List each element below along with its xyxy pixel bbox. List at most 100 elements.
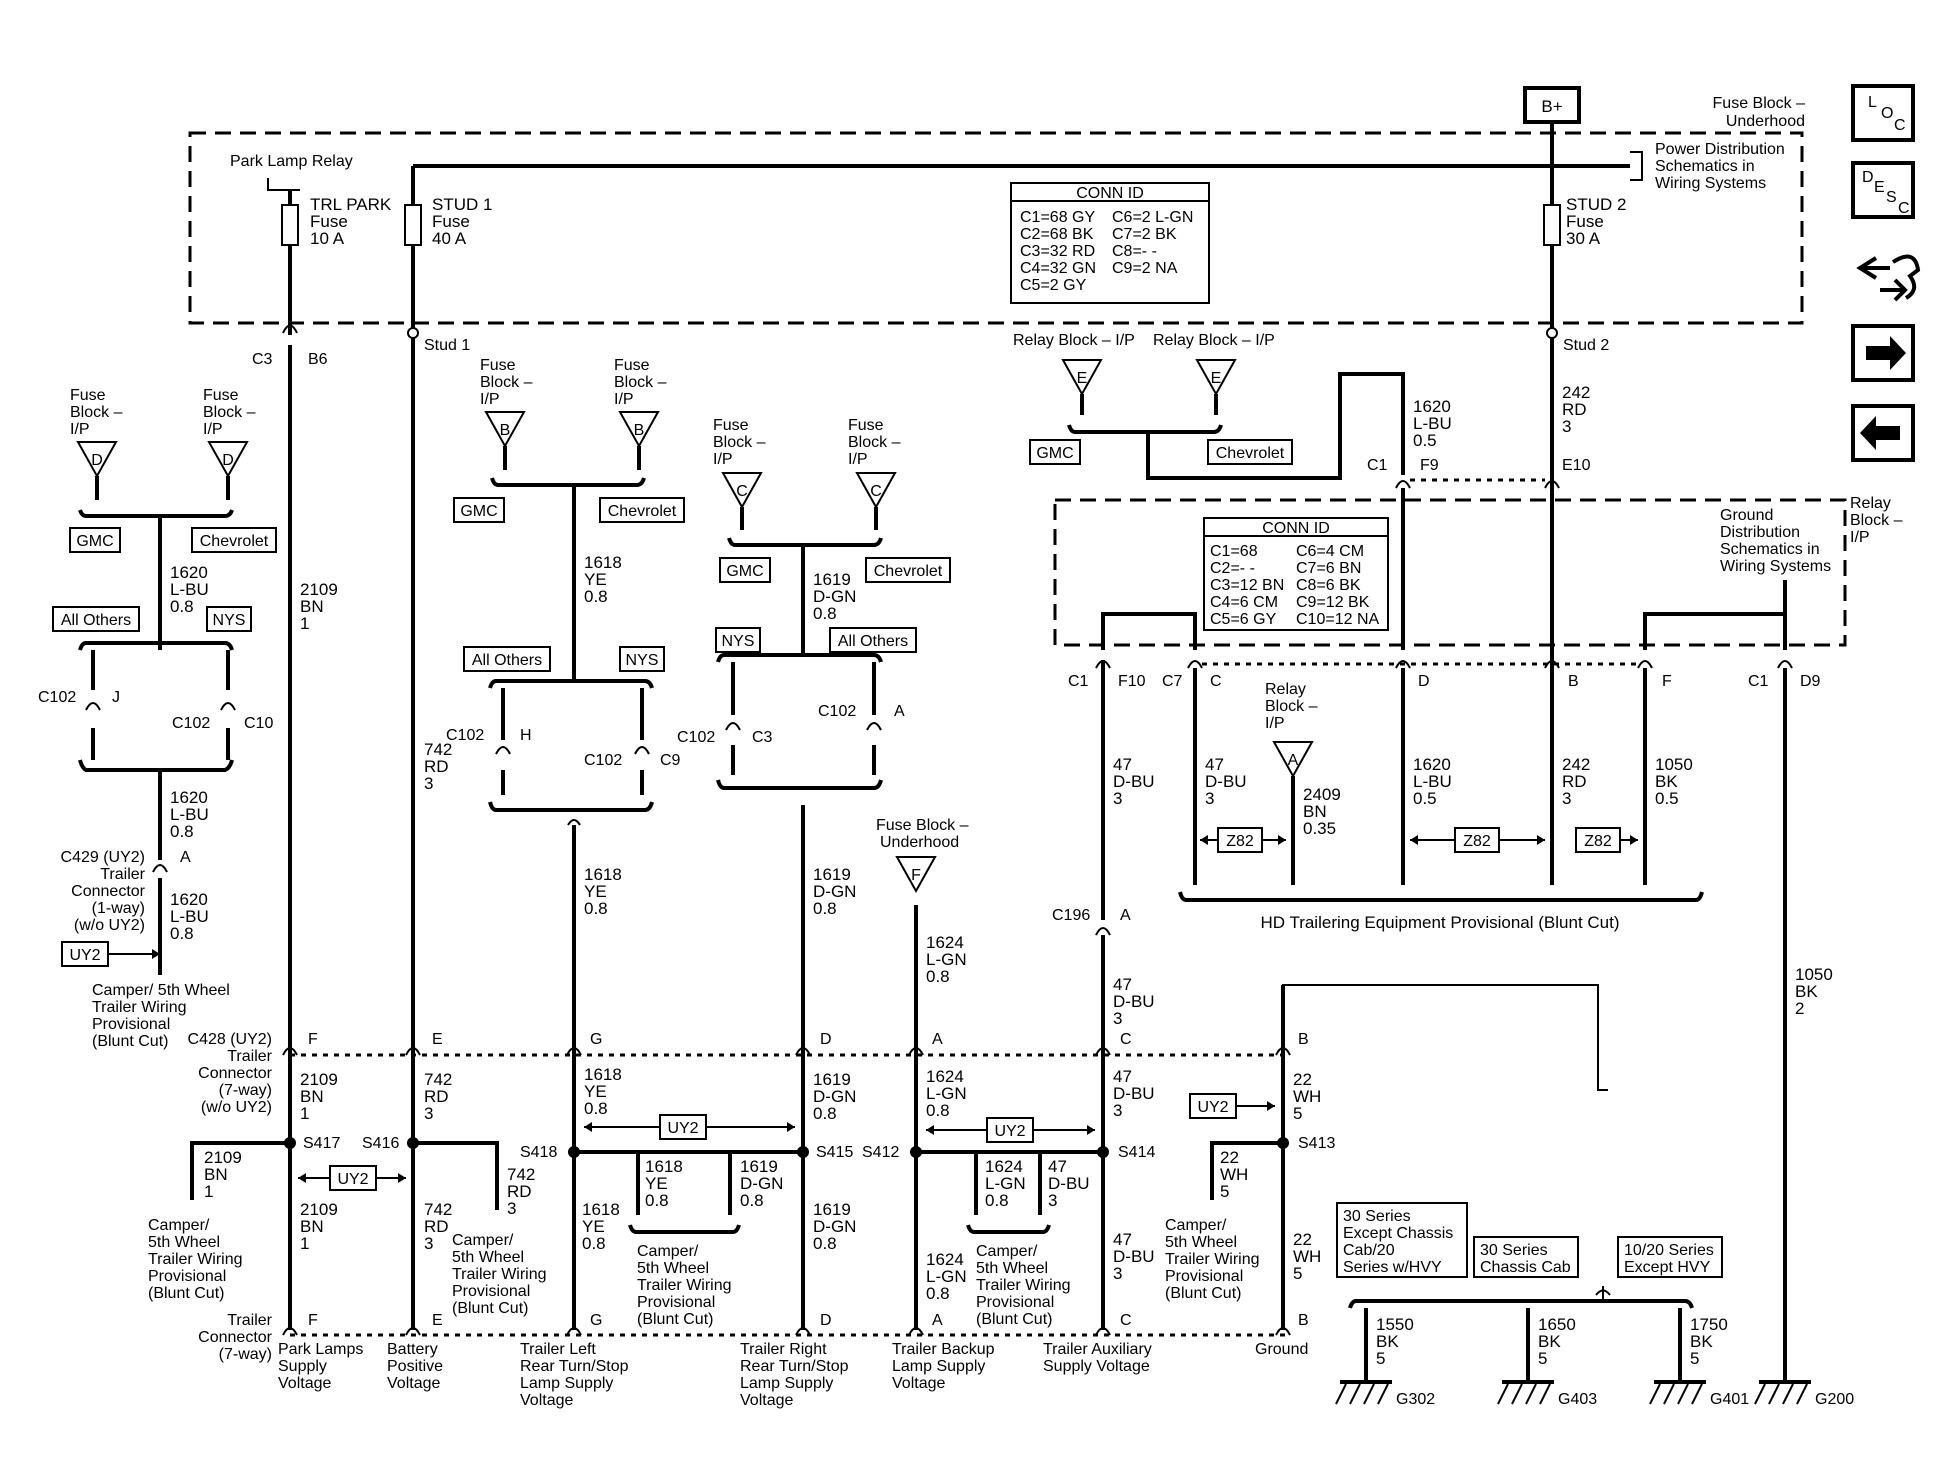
- svg-text:YE: YE: [584, 1082, 607, 1101]
- svg-text:Distribution: Distribution: [1720, 524, 1800, 541]
- z82-tag-3: [1575, 827, 1621, 853]
- wire-242-label-b: 242 RD 3: [1562, 755, 1590, 808]
- svg-text:S416: S416: [362, 1135, 399, 1152]
- svg-text:C9: C9: [660, 752, 681, 769]
- series-30-tag: [1336, 1202, 1468, 1278]
- svg-text:YE: YE: [645, 1174, 668, 1193]
- svg-text:5: 5: [1376, 1349, 1385, 1368]
- ground-distribution-ref: Ground Distribution Schematics in Wiring…: [1720, 507, 1831, 575]
- svg-text:5th Wheel: 5th Wheel: [637, 1260, 709, 1277]
- svg-text:Camper/: Camper/: [976, 1243, 1038, 1260]
- gmc-tag-e: [1029, 439, 1081, 465]
- park-lamp-relay-label: Park Lamp Relay: [230, 153, 353, 170]
- svg-text:(Blunt Cut): (Blunt Cut): [452, 1300, 528, 1317]
- svg-text:S: S: [1886, 189, 1897, 206]
- svg-text:47: 47: [1113, 755, 1132, 774]
- svg-text:GMC: GMC: [1036, 445, 1073, 462]
- all-others-tag-d: [52, 606, 140, 632]
- svg-text:Ground: Ground: [1255, 1341, 1308, 1358]
- svg-text:I/P: I/P: [203, 421, 223, 438]
- fuse-block-underhood-f: Fuse Block – Underhood F: [876, 817, 969, 894]
- svg-text:742: 742: [507, 1165, 535, 1184]
- svg-text:D-GN: D-GN: [813, 1217, 856, 1236]
- svg-text:D-GN: D-GN: [813, 587, 856, 606]
- svg-text:All Others: All Others: [838, 633, 908, 650]
- svg-text:C1: C1: [1068, 673, 1089, 690]
- svg-text:0.5: 0.5: [1413, 789, 1437, 808]
- svg-text:I/P: I/P: [848, 451, 868, 468]
- svg-text:E: E: [1874, 179, 1885, 196]
- svg-text:E: E: [432, 1312, 443, 1329]
- svg-text:10 A: 10 A: [310, 229, 345, 248]
- svg-text:BN: BN: [300, 597, 324, 616]
- svg-text:L-BU: L-BU: [1413, 414, 1452, 433]
- svg-text:30 A: 30 A: [1566, 229, 1601, 248]
- location-button[interactable]: L O C: [1851, 84, 1915, 142]
- wrench-swap-icon[interactable]: [1856, 254, 1921, 302]
- svg-text:Camper/: Camper/: [637, 1243, 699, 1260]
- svg-text:I/P: I/P: [1265, 715, 1285, 732]
- svg-text:C1: C1: [1748, 673, 1769, 690]
- svg-text:0.8: 0.8: [813, 899, 837, 918]
- svg-text:242: 242: [1562, 755, 1590, 774]
- svg-text:5: 5: [1220, 1182, 1229, 1201]
- svg-text:Block –: Block –: [614, 374, 667, 391]
- svg-text:3: 3: [1205, 789, 1214, 808]
- svg-text:Trailer: Trailer: [100, 866, 145, 883]
- svg-text:D-BU: D-BU: [1048, 1174, 1090, 1193]
- svg-text:Cab/20: Cab/20: [1343, 1242, 1395, 1259]
- svg-text:D-GN: D-GN: [813, 882, 856, 901]
- svg-text:1618: 1618: [584, 553, 622, 572]
- svg-text:D9: D9: [1800, 673, 1821, 690]
- svg-text:0.8: 0.8: [985, 1191, 1009, 1210]
- ground-g200: G200: [1754, 1380, 1854, 1408]
- svg-text:Battery: Battery: [387, 1341, 438, 1358]
- wire-2409-label: 2409 BN 0.35: [1303, 785, 1341, 838]
- svg-text:1620: 1620: [170, 890, 208, 909]
- svg-text:5th Wheel: 5th Wheel: [976, 1260, 1048, 1277]
- svg-text:0.5: 0.5: [1413, 431, 1437, 450]
- wire-742-label: 742 RD 3: [424, 740, 452, 793]
- description-button[interactable]: D E S C: [1851, 161, 1915, 219]
- svg-text:G: G: [590, 1312, 602, 1329]
- svg-text:242: 242: [1562, 383, 1590, 402]
- svg-text:D-BU: D-BU: [1113, 1084, 1155, 1103]
- uy2-tag-4: [329, 1165, 377, 1191]
- svg-text:0.8: 0.8: [813, 1234, 837, 1253]
- svg-text:Lamp Supply: Lamp Supply: [892, 1358, 985, 1375]
- fuse-block-underhood-outline: [188, 131, 1804, 325]
- relay-block-ip-label-right: Relay Block – I/P: [1850, 495, 1903, 546]
- svg-text:0.8: 0.8: [813, 1104, 837, 1123]
- svg-text:Supply Voltage: Supply Voltage: [1043, 1358, 1150, 1375]
- svg-text:Chevrolet: Chevrolet: [1216, 445, 1285, 462]
- svg-text:L-GN: L-GN: [926, 1084, 967, 1103]
- svg-text:F: F: [308, 1031, 318, 1048]
- svg-text:D: D: [91, 452, 103, 469]
- wire-1620-label-top: 1620 L-BU 0.5: [1413, 397, 1452, 450]
- svg-text:Provisional: Provisional: [637, 1294, 715, 1311]
- svg-text:C9=12 BK: C9=12 BK: [1296, 594, 1370, 611]
- previous-arrow-button[interactable]: [1851, 404, 1915, 462]
- svg-text:D: D: [1418, 673, 1430, 690]
- svg-text:Positive: Positive: [387, 1358, 443, 1375]
- svg-text:2109: 2109: [300, 1200, 338, 1219]
- svg-text:L-BU: L-BU: [170, 907, 209, 926]
- svg-text:2109: 2109: [204, 1148, 242, 1167]
- svg-text:C8=- -: C8=- -: [1112, 243, 1157, 260]
- svg-text:1624: 1624: [926, 1250, 964, 1269]
- svg-text:1619: 1619: [740, 1157, 778, 1176]
- svg-text:Fuse Block –: Fuse Block –: [876, 817, 969, 834]
- next-arrow-button[interactable]: [1851, 324, 1915, 382]
- svg-text:1624: 1624: [926, 933, 964, 952]
- svg-text:C7: C7: [1162, 673, 1183, 690]
- svg-text:Supply: Supply: [278, 1358, 327, 1375]
- svg-text:L-BU: L-BU: [170, 580, 209, 599]
- svg-text:3: 3: [1113, 1009, 1122, 1028]
- svg-text:Block –: Block –: [480, 374, 533, 391]
- svg-text:Rear Turn/Stop: Rear Turn/Stop: [740, 1358, 849, 1375]
